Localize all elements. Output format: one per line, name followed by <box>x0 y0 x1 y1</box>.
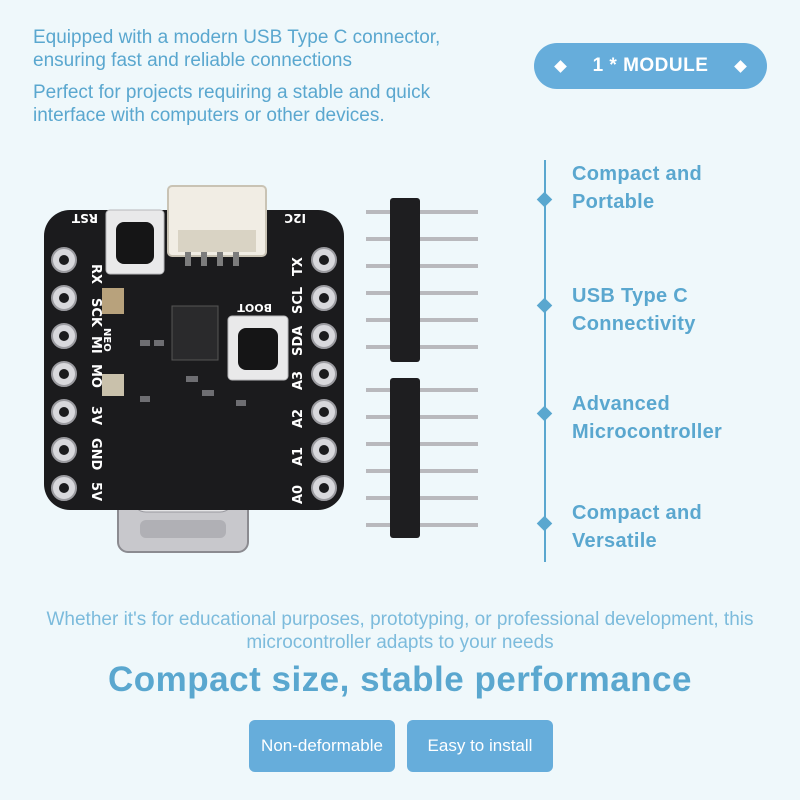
diamond-bullet-icon <box>536 405 553 422</box>
pin-label-5v: 5V <box>88 482 103 501</box>
headline: Compact size, stable performance <box>108 660 692 699</box>
regulator-chip <box>171 305 219 361</box>
diamond-bullet-icon <box>536 515 553 532</box>
pin-label-a3: A3 <box>291 371 306 390</box>
diamond-bullet-icon <box>536 191 553 208</box>
feature-compact-versatile: Compact and Versatile <box>572 502 702 552</box>
label-rst: RST <box>71 211 98 225</box>
intro-line-1: Equipped with a modern USB Type C connec… <box>33 27 441 71</box>
badge-label: 1 * MODULE <box>592 55 709 76</box>
feature-timeline-line <box>544 160 546 562</box>
diamond-right-icon <box>734 59 748 73</box>
diamond-left-icon <box>553 59 567 73</box>
diamond-bullet-icon <box>536 297 553 314</box>
pin-header-bottom <box>366 378 478 538</box>
pin-label-mo: MO <box>88 364 103 388</box>
neopixel-led <box>102 288 124 314</box>
feature-advanced-microcontroller: Advanced Microcontroller <box>572 393 723 443</box>
pin-label-gnd: GND <box>88 438 103 471</box>
tag-easy-to-install: Easy to install <box>407 720 553 772</box>
pin-label-3v: 3V <box>88 406 103 425</box>
description-subtext: Whether it's for educational purposes, p… <box>46 609 754 653</box>
label-i2c: I2C <box>284 211 306 225</box>
intro-text: Equipped with a modern USB Type C connec… <box>33 26 503 136</box>
label-neo: NEO <box>101 328 112 352</box>
pin-header-top <box>366 198 478 362</box>
pin-label-sda: SDA <box>291 326 306 356</box>
pin-label-a2: A2 <box>291 409 306 428</box>
feature-usb-type-c: USB Type C Connectivity <box>572 285 696 335</box>
pin-label-a0: A0 <box>291 485 306 504</box>
tag-non-deformable: Non-deformable <box>249 720 395 772</box>
pin-label-mi: MI <box>88 336 103 354</box>
feature-compact-portable: Compact and Portable <box>572 163 702 213</box>
pin-label-tx: TX <box>291 257 306 276</box>
pin-headers-image <box>366 198 478 538</box>
intro-line-2: Perfect for projects requiring a stable … <box>33 82 431 126</box>
module-count-badge: 1 * MODULE <box>534 43 767 89</box>
pin-label-scl: SCL <box>291 287 306 314</box>
microcontroller-board-image: RX SCK MI MO 3V GND 5V TX SCL SDA A3 A2 … <box>44 185 344 553</box>
pin-label-a1: A1 <box>291 447 306 466</box>
pin-label-sck: SCK <box>88 298 103 328</box>
pin-label-rx: RX <box>88 264 103 284</box>
label-boot: BOOT <box>237 301 272 314</box>
